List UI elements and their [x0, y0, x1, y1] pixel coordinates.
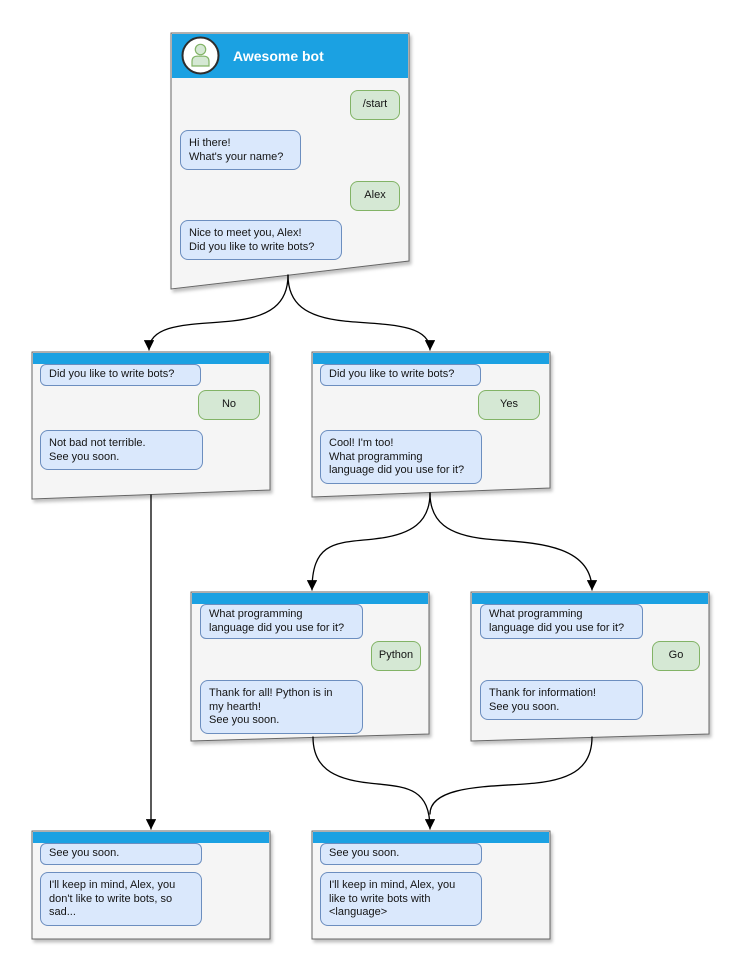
connector-root-to-no [143, 274, 289, 351]
chat-window-branch-yes: Did you like to write bots? Yes Cool! I'… [312, 352, 550, 497]
bot-message-bubble: Thank for all! Python is in my hearth! S… [200, 680, 363, 734]
user-reply-bubble: Yes [478, 390, 540, 420]
bot-message-bubble: Nice to meet you, Alex! Did you like to … [180, 220, 342, 260]
chat-window-end-no: See you soon. I'll keep in mind, Alex, y… [32, 831, 270, 939]
bot-avatar-icon [181, 36, 220, 75]
chat-window-branch-no: Did you like to write bots? No Not bad n… [32, 352, 270, 499]
window-titlebar [313, 353, 549, 364]
bot-message-bubble: Hi there! What's your name? [180, 130, 301, 170]
chat-window-end-yes: See you soon. I'll keep in mind, Alex, y… [312, 831, 550, 939]
chat-window-branch-go: What programming language did you use fo… [471, 592, 709, 741]
bot-message-bubble: I'll keep in mind, Alex, you don't like … [40, 872, 202, 926]
chat-window-branch-python: What programming language did you use fo… [191, 592, 429, 741]
user-reply-bubble: Alex [350, 181, 400, 211]
bot-message-bubble: What programming language did you use fo… [480, 604, 643, 639]
bot-message-bubble: See you soon. [40, 843, 202, 865]
bot-message-bubble: Not bad not terrible. See you soon. [40, 430, 203, 470]
bot-message-bubble: Did you like to write bots? [40, 364, 201, 386]
window-titlebar [313, 832, 549, 843]
window-titlebar [33, 832, 269, 843]
bot-message-bubble: Thank for information! See you soon. [480, 680, 643, 720]
window-titlebar [472, 593, 708, 604]
user-reply-bubble: No [198, 390, 260, 420]
bot-message-bubble: Did you like to write bots? [320, 364, 481, 386]
window-titlebar [192, 593, 428, 604]
connector-root-to-yes [287, 274, 436, 351]
bot-name-title: Awesome bot [233, 48, 324, 64]
connector-yes-to-go [429, 492, 598, 591]
connector-go-to-end [429, 736, 593, 815]
user-reply-bubble: Go [652, 641, 700, 671]
bot-message-bubble: I'll keep in mind, Alex, you like to wri… [320, 872, 482, 926]
window-titlebar [33, 353, 269, 364]
user-reply-bubble: /start [350, 90, 400, 120]
user-reply-bubble: Python [371, 641, 421, 671]
bot-message-bubble: What programming language did you use fo… [200, 604, 363, 639]
bot-message-bubble: Cool! I'm too! What programming language… [320, 430, 482, 484]
chat-window-root: Awesome bot /start Hi there! What's your… [171, 33, 409, 289]
connector-yes-to-python [306, 492, 431, 591]
connector-python-to-end [312, 736, 436, 830]
bot-message-bubble: See you soon. [320, 843, 482, 865]
